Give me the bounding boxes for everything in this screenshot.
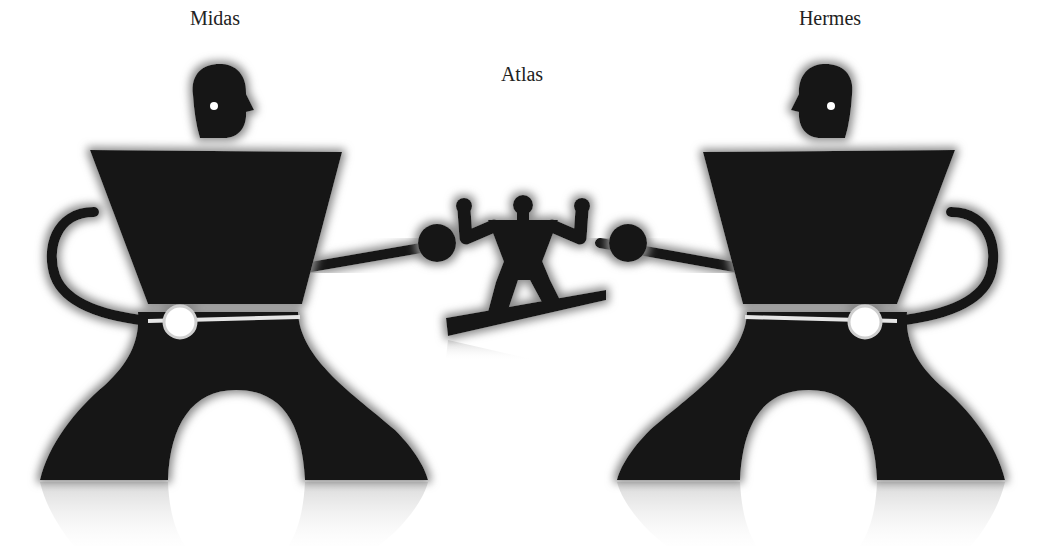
torso — [703, 150, 955, 304]
belt-buckle — [164, 306, 196, 338]
figure-name: Hermes — [760, 6, 900, 30]
torso — [90, 150, 342, 304]
legs-reflection — [617, 482, 1005, 546]
floor-reflection — [617, 482, 1005, 546]
figure-node: Midas — [90, 60, 305, 480]
figure-node: Atlas — [450, 195, 600, 335]
back-arm — [52, 212, 160, 322]
torso — [488, 220, 558, 262]
head — [791, 64, 852, 138]
figure-silhouette — [40, 64, 428, 480]
arm-connector — [305, 243, 450, 268]
arm-connector — [600, 243, 740, 268]
right-fist — [574, 198, 590, 214]
floor-reflection — [446, 340, 606, 386]
eye — [827, 102, 835, 110]
figure-name: Atlas — [452, 62, 592, 86]
legs — [40, 312, 428, 480]
left-fist — [456, 198, 472, 214]
head — [513, 195, 533, 215]
figure-name: Midas — [145, 6, 285, 30]
right-arm — [552, 210, 582, 238]
eye — [210, 102, 218, 110]
floor-reflection — [40, 482, 428, 546]
back-arm — [885, 212, 993, 322]
figure-node: Hermes — [740, 60, 955, 480]
legs-reflection — [40, 482, 428, 546]
legs — [488, 256, 562, 312]
pedestal-reflection — [446, 340, 606, 386]
right-ball — [609, 224, 647, 262]
belt-buckle — [849, 306, 881, 338]
neck — [517, 210, 529, 222]
left-ball — [418, 224, 456, 262]
head — [193, 64, 254, 138]
belt — [745, 317, 897, 321]
pedestal — [446, 290, 606, 336]
figure-silhouette — [418, 195, 647, 336]
figure-silhouette — [617, 64, 1005, 480]
legs — [617, 312, 1005, 480]
belt — [148, 317, 300, 321]
left-arm — [464, 210, 494, 238]
